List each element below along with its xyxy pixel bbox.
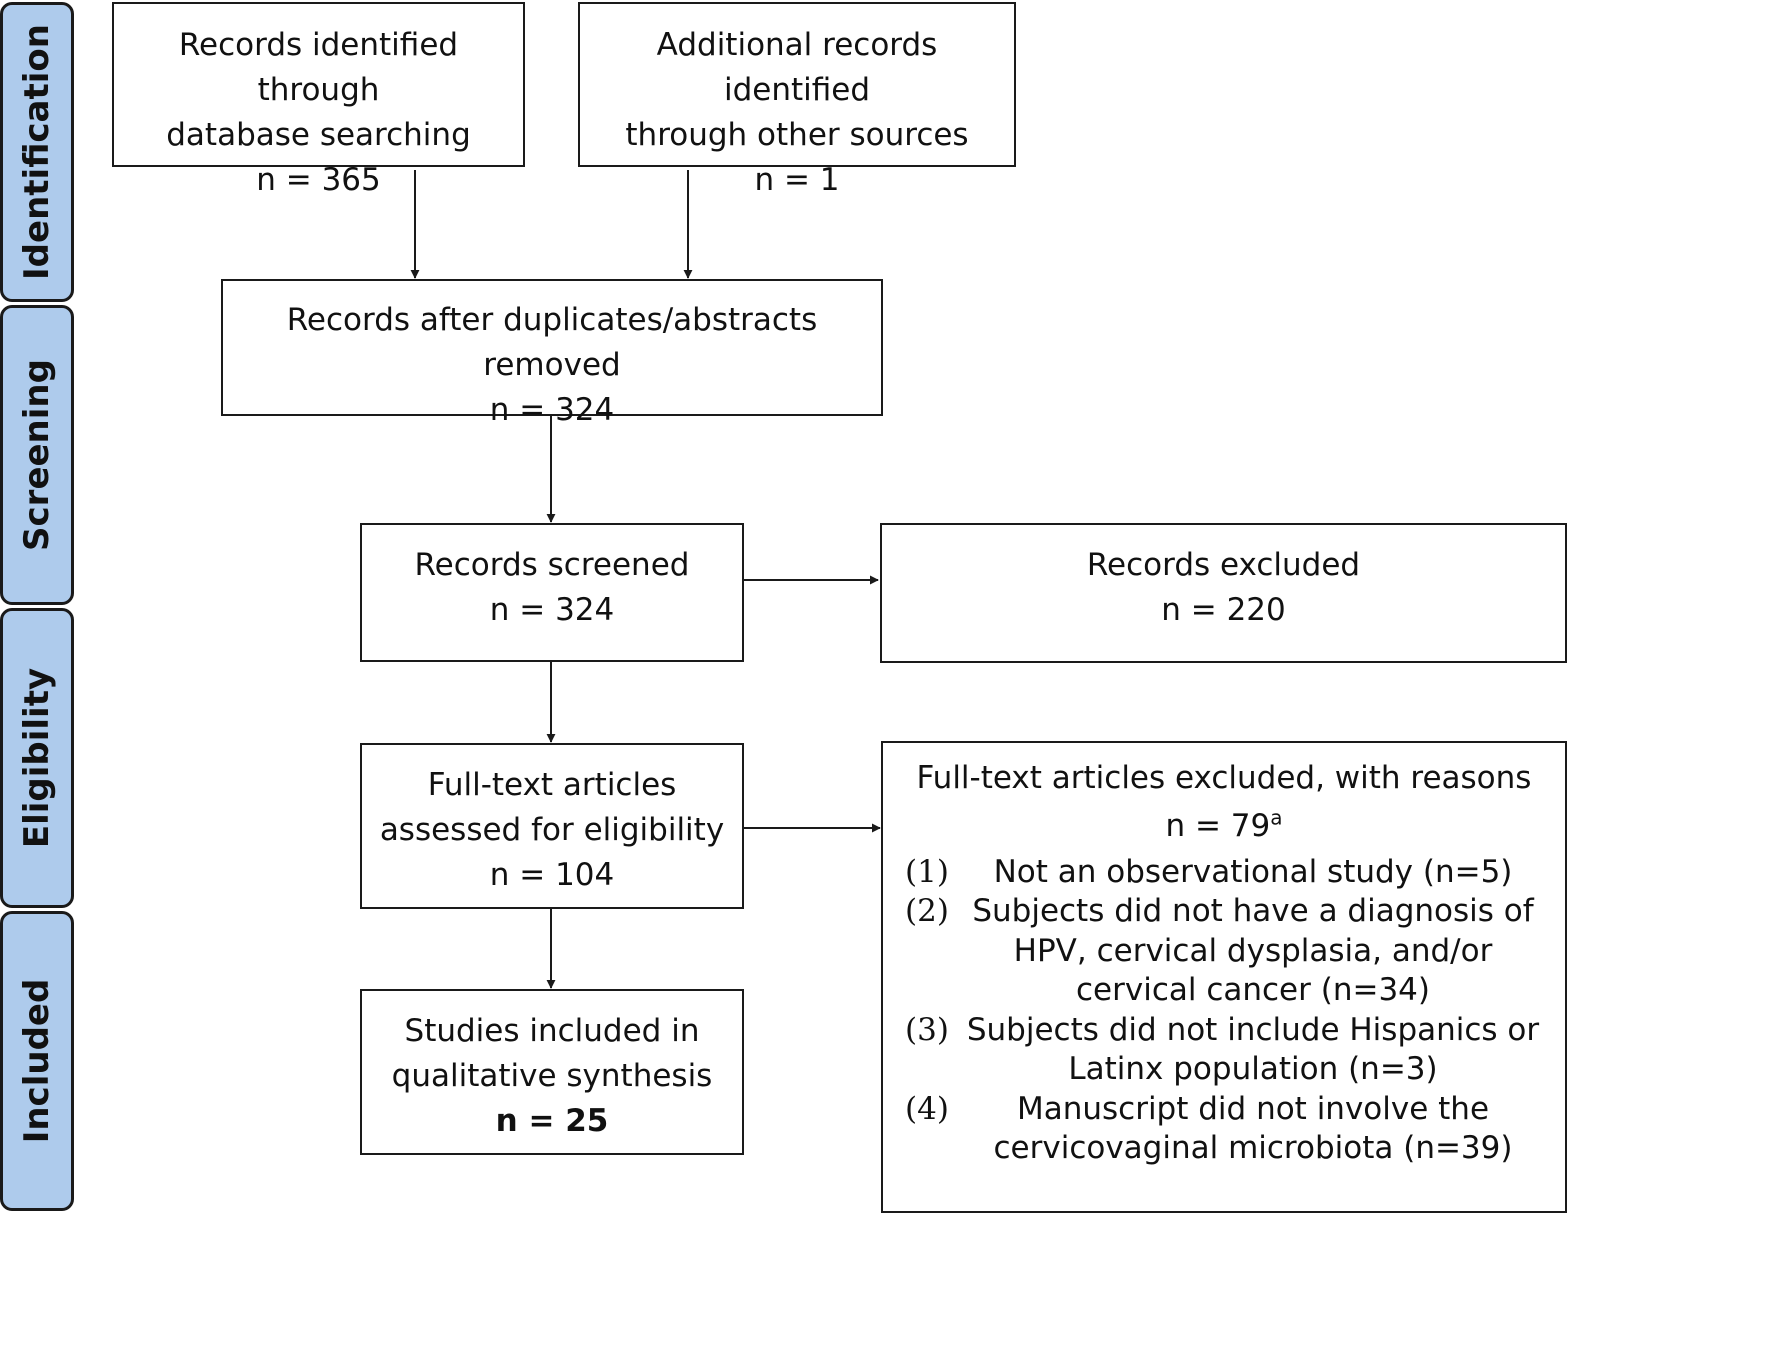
reason-text: Subjects did not include Hispanics or La… [966,1011,1540,1088]
box-text-line: through other sources [625,117,969,153]
reason-text: Manuscript did not involve the cervicova… [993,1090,1513,1167]
reason-number: (1) [905,853,949,890]
box-count: n = 25 [495,1103,609,1139]
reason-number: (2) [905,893,949,929]
stage-tab-eligibility: Eligibility [0,608,74,908]
box-count: n = 104 [489,857,615,893]
box-text-line: Full-text articles [427,767,677,803]
box-count: n = 220 [1161,592,1286,628]
box-text-line: Records excluded [1086,547,1361,583]
count-value: n = 79 [1165,807,1271,844]
exclusion-reason: (3) Subjects did not include Hispanics o… [883,1011,1565,1090]
records-excluded-box: Records excluded n = 220 [880,523,1567,663]
studies-included-box: Studies included in qualitative synthesi… [360,989,744,1155]
reason-text: Not an observational study (n=5) [993,853,1513,890]
exclusion-reasons-list: (1) Not an observational study (n=5) (2)… [883,853,1565,1169]
box-text-line: Records identified through [178,27,459,108]
exclusion-reason: (2) Subjects did not have a diagnosis of… [883,892,1565,1011]
reason-number: (4) [905,1090,949,1127]
records-identified-database-box: Records identified through database sear… [112,2,525,198]
box-count: n = 365 [256,162,381,198]
stage-tab-included: Included [0,911,74,1211]
stage-tab-identification: Identification [0,2,74,302]
box-text-line: Additional records identified [656,27,938,108]
box-text-line: Records after duplicates/abstracts remov… [286,302,818,383]
box-text-line: Studies included in [404,1013,700,1049]
fulltext-excluded-title: Full-text articles excluded, with reason… [916,760,1532,796]
footnote-marker: a [1270,805,1283,830]
fulltext-assessed-box: Full-text articles assessed for eligibil… [360,743,744,909]
box-text-line: Records screened [414,547,690,583]
box-count: n = 324 [489,392,615,428]
fulltext-excluded-count: n = 79a [883,799,1565,853]
exclusion-reason: (1) Not an observational study (n=5) [883,853,1565,893]
fulltext-excluded-box: Full-text articles excluded, with reason… [881,741,1567,1213]
records-screened-box: Records screened n = 324 [360,523,744,662]
exclusion-reason: (4) Manuscript did not involve the cervi… [883,1090,1565,1169]
box-text-line: database searching [166,117,471,153]
reason-text: Subjects did not have a diagnosis of HPV… [972,893,1534,1008]
reason-number: (3) [905,1011,949,1048]
box-count: n = 324 [489,592,615,628]
records-after-duplicates-box: Records after duplicates/abstracts remov… [221,279,883,428]
box-count: n = 1 [754,162,840,198]
additional-records-box: Additional records identified through ot… [578,2,1016,198]
box-text-line: assessed for eligibility [379,812,725,848]
stage-tab-screening: Screening [0,305,74,605]
box-text-line: qualitative synthesis [391,1058,713,1094]
